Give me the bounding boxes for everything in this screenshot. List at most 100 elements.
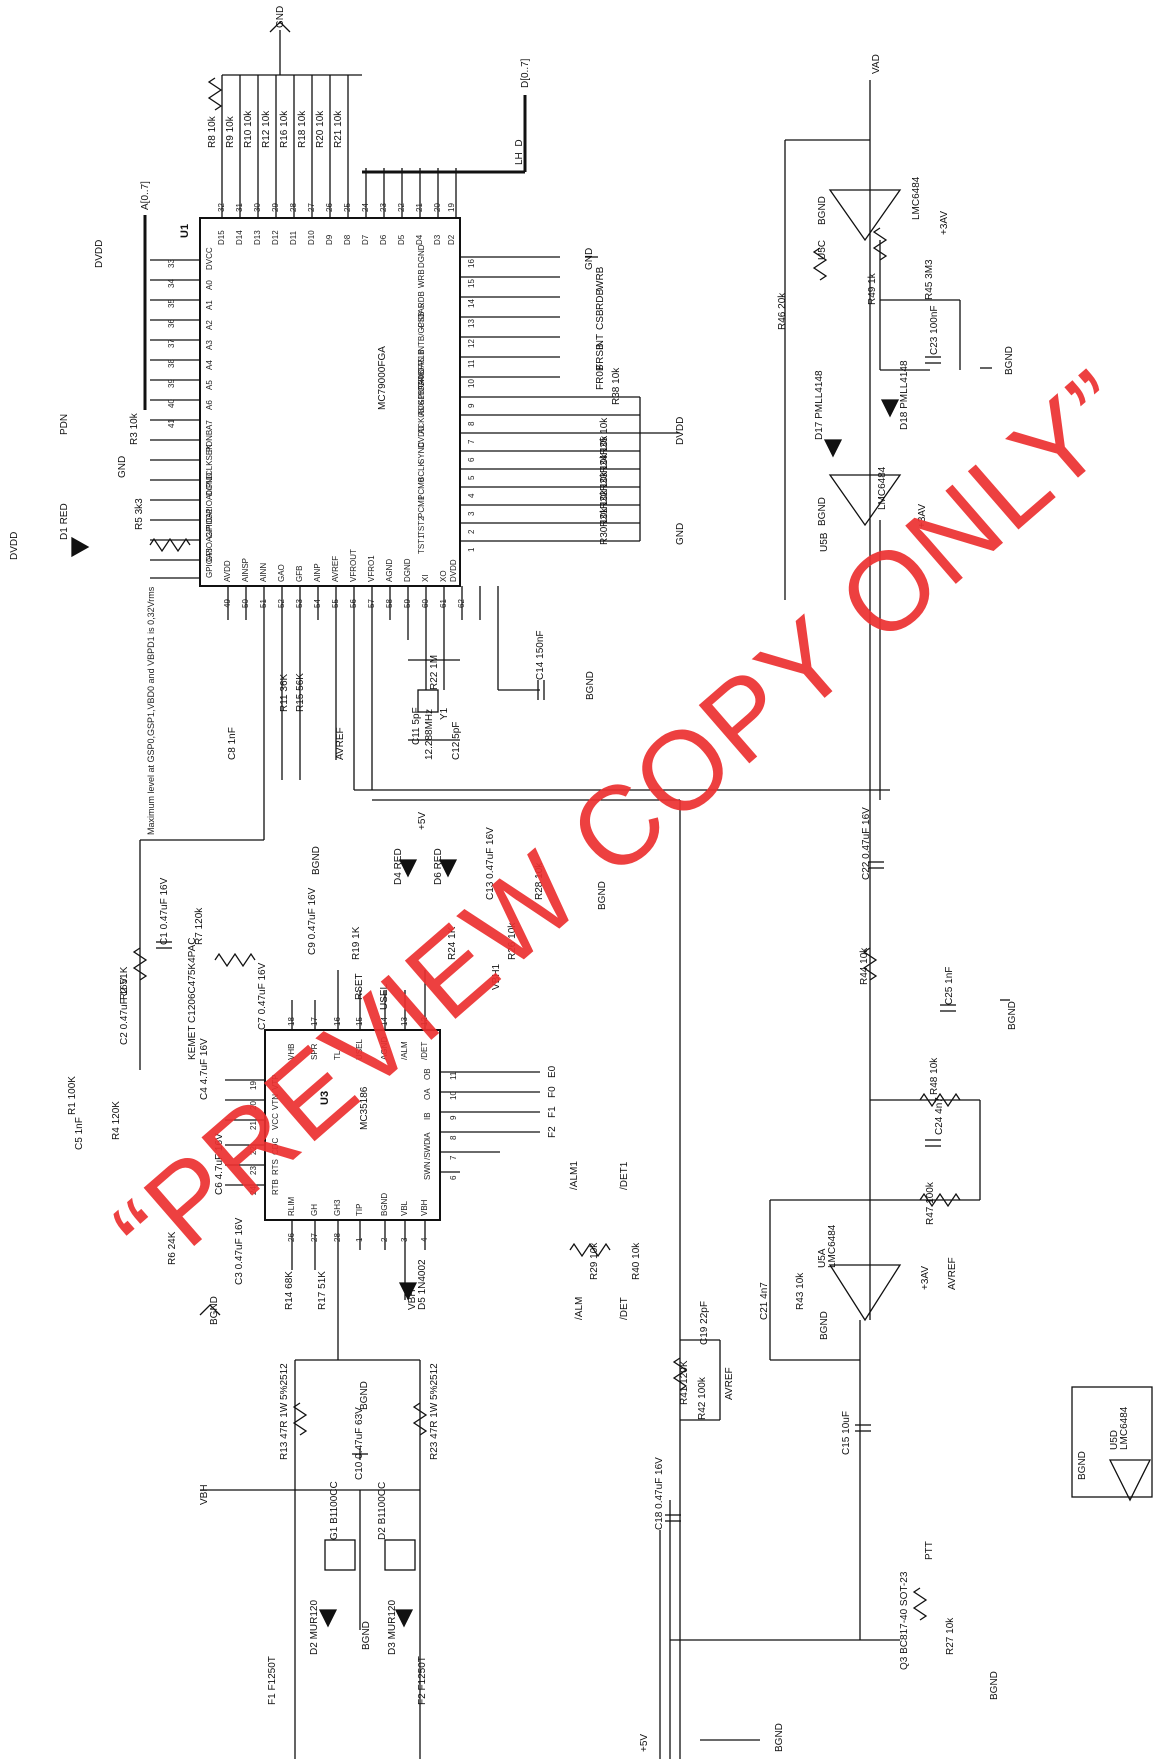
capacitor-c19: C19 22pF bbox=[699, 1301, 710, 1345]
u1-pinnum: 40 bbox=[167, 399, 176, 408]
u3-pinnum: 9 bbox=[449, 1115, 458, 1120]
diode-d2: D2 MUR120 bbox=[309, 1599, 320, 1655]
net-gnd-right2: GND bbox=[675, 522, 686, 545]
capacitor-c24: C24 4n7 bbox=[934, 1097, 945, 1135]
u1-pinnum: 26 bbox=[325, 203, 334, 212]
u1-pinnum: 57 bbox=[367, 599, 376, 608]
net-a07: A[0..7] bbox=[140, 181, 151, 210]
u1-pin-d11: D11 bbox=[289, 230, 298, 245]
u5a-part: LMC6484 bbox=[827, 1224, 838, 1268]
net-bgnd-u5a: BGND bbox=[819, 1311, 830, 1340]
u1-pinnum: 34 bbox=[167, 279, 176, 288]
u1-pin-dvdd-b: DVDD bbox=[449, 559, 458, 582]
u1-pinnum: 60 bbox=[421, 599, 430, 608]
u1-pin-d10: D10 bbox=[307, 230, 316, 245]
u1-pin-d2: D2 bbox=[447, 234, 456, 245]
bridge-g2: D2 B1100CC bbox=[377, 1481, 388, 1540]
u1-pinnum: 51 bbox=[259, 599, 268, 608]
diode-d17: D17 PMLL4148 bbox=[814, 370, 825, 440]
u1-pin-ainsp: AINSP bbox=[241, 557, 250, 582]
u3-pinnum: 4 bbox=[420, 1237, 429, 1242]
net-bgnd-r1: BGND bbox=[311, 846, 322, 875]
u1-pin-avdd: AVDD bbox=[223, 560, 232, 582]
u1-pinnum: 35 bbox=[167, 299, 176, 308]
net-bgnd-c14: BGND bbox=[585, 671, 596, 700]
net-bgnd-u3: BGND bbox=[209, 1296, 220, 1325]
capacitor-c8: C8 1nF bbox=[227, 727, 238, 760]
net-p5v-bottom: +5V bbox=[639, 1733, 650, 1752]
u1-pin-d9: D9 bbox=[325, 234, 334, 245]
net-wrb: WRB bbox=[595, 266, 606, 290]
u1-part: MC79000FGA bbox=[377, 346, 388, 410]
resistor-r14: R14 68K bbox=[284, 1271, 295, 1310]
u1-top-pin-lines bbox=[221, 75, 457, 218]
transistor-q3: Q3 BC817-40 SOT-23 bbox=[899, 1571, 910, 1670]
u1-pinnum: 21 bbox=[415, 203, 424, 212]
resistor-r22: R22 1M bbox=[429, 654, 440, 690]
u1-pin-xi: XI bbox=[421, 574, 430, 582]
u1-right-pin-lines bbox=[460, 256, 680, 542]
u1-bottom-pin-lines bbox=[227, 586, 499, 800]
u1-pinnum: 25 bbox=[343, 203, 352, 212]
u1-pinnum: 11 bbox=[467, 359, 476, 368]
net-det1: /DET1 bbox=[619, 1161, 630, 1190]
u1-pinnum: 6 bbox=[467, 457, 476, 462]
u3-pinnum: 3 bbox=[400, 1237, 409, 1242]
net-ptt: PTT bbox=[924, 1541, 935, 1560]
resistor-r15: R15 56K bbox=[295, 673, 306, 712]
resistor-r8: R8 10k bbox=[207, 116, 218, 148]
u3-pin-gh: GH bbox=[310, 1204, 319, 1216]
crystal-y1: Y1 bbox=[439, 707, 450, 720]
u3-pin-vbh: VBH bbox=[420, 1199, 429, 1216]
resistor-r45: R45 3M3 bbox=[924, 259, 935, 300]
net-csb: CSB bbox=[595, 309, 606, 330]
u1-pinnum: 4 bbox=[467, 493, 476, 498]
bridge-g1: G1 B1100CC bbox=[329, 1481, 340, 1540]
net-p3av-u5c: +3AV bbox=[939, 211, 950, 235]
net-bgnd-c25: BGND bbox=[1007, 1001, 1018, 1030]
u1-left-pin-lines bbox=[150, 259, 200, 579]
u1-pinnum: 56 bbox=[349, 599, 358, 608]
diode-d3: D3 MUR120 bbox=[387, 1599, 398, 1655]
kemet-note: KEMET C1206C475K4PAC bbox=[187, 937, 198, 1060]
u1-pinnum: 39 bbox=[167, 379, 176, 388]
net-bgnd-d3: BGND bbox=[361, 1621, 372, 1650]
u1-pin-a2: A2 bbox=[205, 320, 214, 330]
fuse-f1: F1 F1250T bbox=[267, 1656, 278, 1705]
u1-pin-tst1: TST1 bbox=[417, 534, 426, 554]
u1-pinnum: 14 bbox=[467, 299, 476, 308]
u1-pin-vfro1: VFRO1 bbox=[367, 555, 376, 582]
u1-pin-gfb: GFB bbox=[295, 565, 304, 582]
diode-d4: D4 RED bbox=[393, 848, 404, 885]
net-gnd-left: GND bbox=[117, 455, 128, 478]
u1-pinnum: 41 bbox=[167, 419, 176, 428]
resistor-r3: R3 10k bbox=[129, 413, 140, 445]
resistor-r48: R48 10k bbox=[929, 1057, 940, 1095]
capacitor-c9: C9 0.47uF 16V bbox=[307, 887, 318, 955]
fuse-f2: F2 F1250T bbox=[417, 1656, 428, 1705]
u1-pin-wrb: WRB bbox=[417, 269, 426, 288]
u1-pinnum: 23 bbox=[379, 203, 388, 212]
resistor-r41: R41 120K bbox=[679, 1360, 690, 1406]
resistor-r20: R20 10k bbox=[315, 110, 326, 148]
u1-pinnum: 10 bbox=[467, 379, 476, 388]
net-bgnd-u5c: BGND bbox=[817, 196, 828, 225]
resistor-r5: R5 3k3 bbox=[134, 498, 145, 530]
u1-pin-gao: GAO bbox=[277, 564, 286, 582]
u1-pinnum: 31 bbox=[235, 203, 244, 212]
diode-d1: D1 RED bbox=[59, 503, 70, 540]
diode-d18: D18 PMLL4148 bbox=[899, 360, 910, 430]
u3-pinnum: 26 bbox=[287, 1233, 296, 1242]
u1-pin-dvcc: DVCC bbox=[205, 247, 214, 270]
u3-pinnum: 11 bbox=[449, 1071, 458, 1080]
u1-pin-ainp: AINP bbox=[313, 563, 322, 582]
u1-pinnum: 62 bbox=[457, 599, 466, 608]
resistor-r18: R18 10k bbox=[297, 110, 308, 148]
net-p3av-u5a: +3AV bbox=[920, 1266, 931, 1290]
u1-pinnum: 12 bbox=[467, 339, 476, 348]
capacitor-c4: C4 4.7uF 16V bbox=[199, 1038, 210, 1100]
u3-pin-bgnd: BGND bbox=[380, 1192, 389, 1216]
u1-pinnum: 38 bbox=[167, 359, 176, 368]
u1-pinnum: 20 bbox=[433, 203, 442, 212]
u1-pin-a5: A5 bbox=[205, 380, 214, 390]
